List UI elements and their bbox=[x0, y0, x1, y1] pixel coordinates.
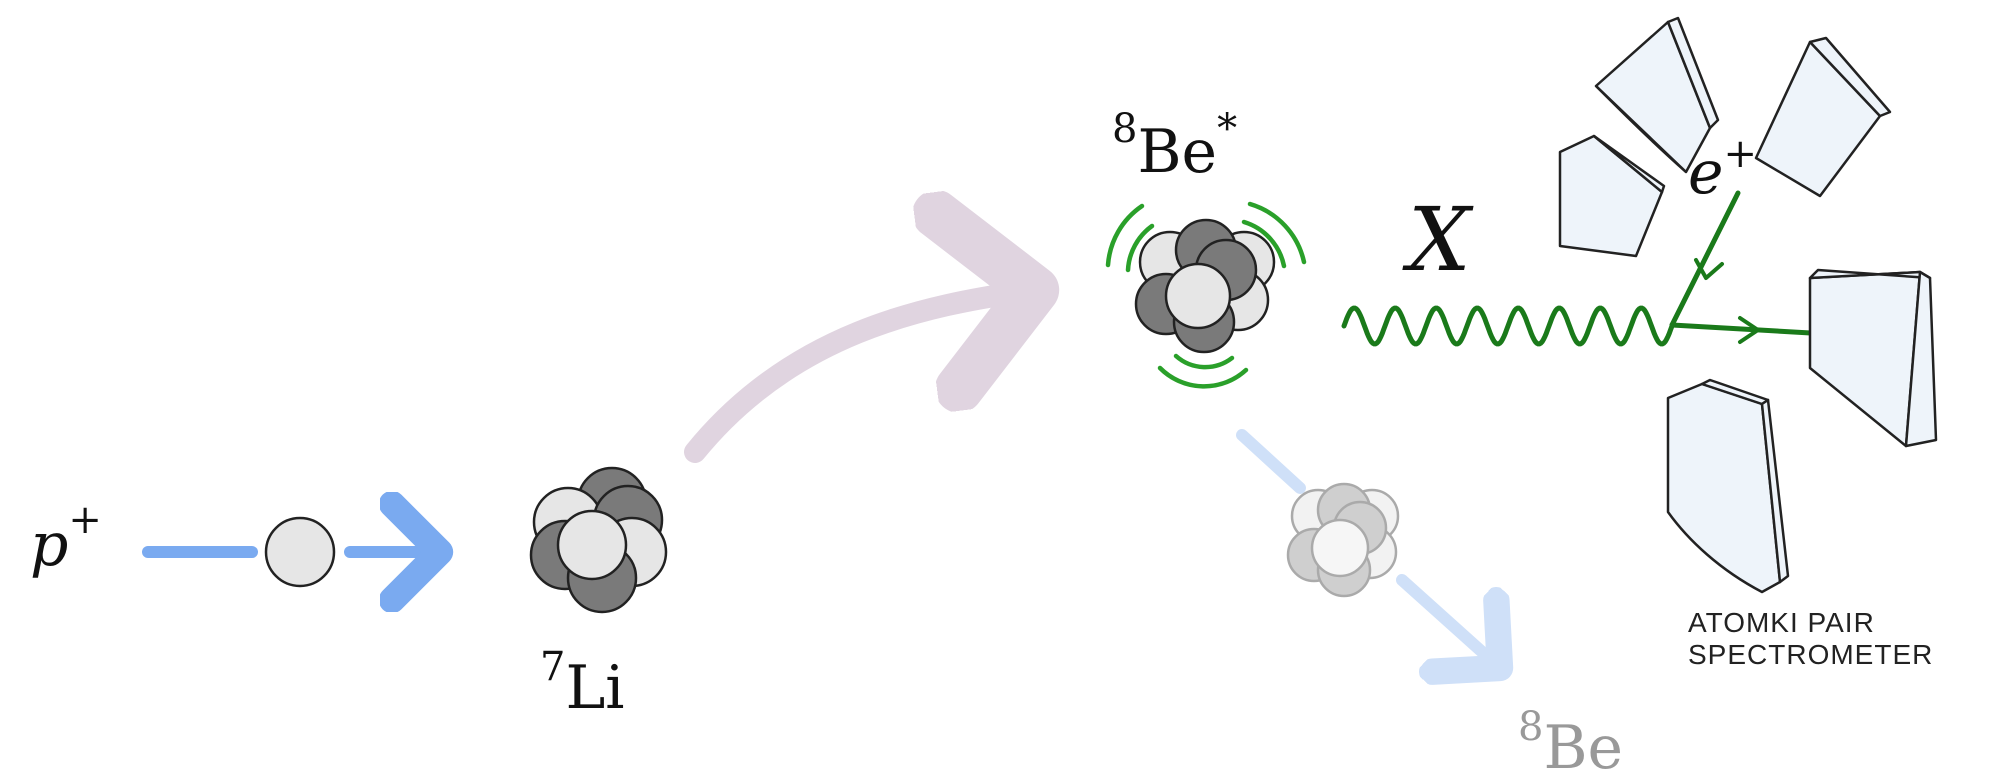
electron-arrowhead bbox=[1738, 316, 1760, 344]
positron-arrowhead bbox=[1694, 258, 1724, 280]
be8-ground-label: 8Be bbox=[1518, 704, 1623, 782]
x-wave-icon bbox=[1341, 305, 1675, 347]
proton-label: p+ bbox=[30, 497, 102, 580]
vibration-icon bbox=[1105, 201, 1307, 389]
spectrometer-caption-line2: SPECTROMETER bbox=[1688, 639, 1933, 670]
electron-track bbox=[1669, 322, 1831, 337]
lithium-label: 7Li bbox=[540, 644, 625, 723]
positron-track bbox=[1669, 190, 1741, 328]
be8-excited-nucleus-icon bbox=[1134, 218, 1276, 354]
decay-arrow bbox=[1396, 574, 1500, 668]
x-particle-label: X bbox=[1402, 188, 1474, 291]
be8-excited-label: 8Be* bbox=[1112, 106, 1237, 187]
lithium-nucleus-icon bbox=[529, 466, 668, 614]
be8-ground-nucleus-icon bbox=[1286, 482, 1400, 598]
capture-arrow bbox=[684, 290, 1035, 463]
decay-arrow-start bbox=[1236, 429, 1306, 494]
spectrometer-caption-line1: ATOMKI PAIR bbox=[1688, 607, 1875, 638]
detector-icon bbox=[1558, 16, 1938, 594]
proton-icon bbox=[264, 516, 336, 588]
